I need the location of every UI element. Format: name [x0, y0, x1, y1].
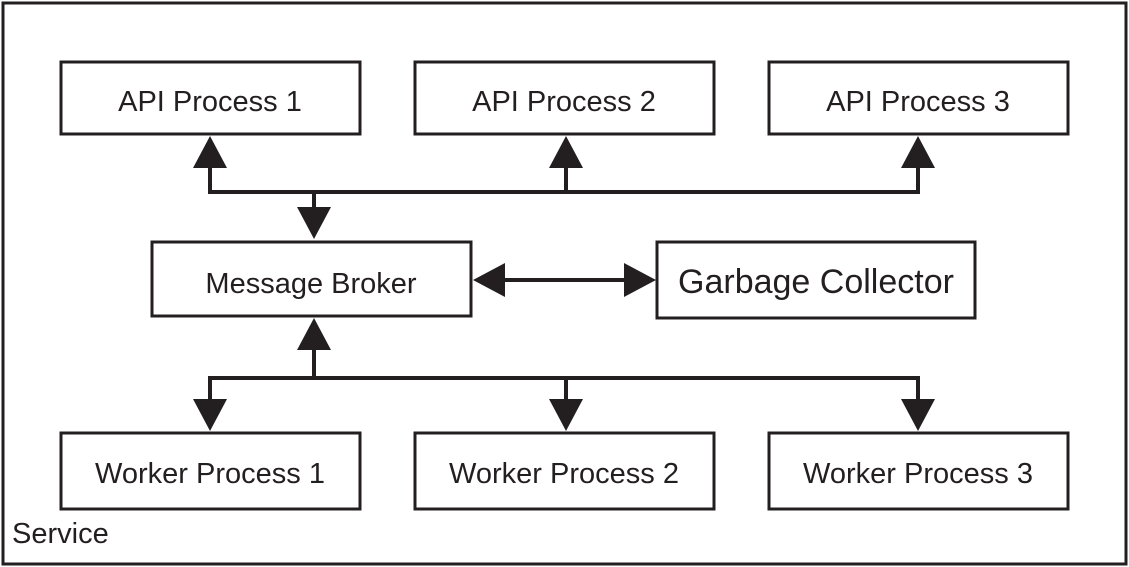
api-process-2-label: API Process 2 [472, 86, 656, 118]
api-process-3-box [767, 60, 1070, 136]
arrow-right-gc [624, 263, 656, 297]
message-broker-label: Message Broker [205, 268, 416, 300]
worker-process-2-node: Worker Process 2 [413, 431, 716, 511]
worker-bus-connector [193, 318, 935, 431]
broker-gc-connector [473, 263, 656, 297]
garbage-collector-label: Garbage Collector [678, 263, 954, 301]
worker-process-3-label: Worker Process 3 [803, 458, 1033, 490]
api-process-2-box [413, 60, 716, 136]
api-process-3-label: API Process 3 [826, 86, 1010, 118]
api-process-3-node: API Process 3 [767, 60, 1070, 136]
worker-process-1-node: Worker Process 1 [59, 431, 362, 511]
garbage-collector-box [655, 240, 977, 320]
api-bus-connector [193, 136, 935, 239]
worker-process-3-node: Worker Process 3 [767, 431, 1070, 511]
arrow-up-api-1 [193, 136, 227, 168]
arrow-left-broker [473, 263, 505, 297]
arrow-down-worker-3 [901, 399, 935, 431]
arrow-down-worker-2 [549, 399, 583, 431]
worker-process-3-box [767, 431, 1070, 511]
arrow-down-worker-1 [193, 399, 227, 431]
worker-process-2-label: Worker Process 2 [449, 458, 679, 490]
arrow-up-broker [297, 318, 331, 350]
service-label: Service [12, 518, 109, 550]
api-process-1-label: API Process 1 [118, 86, 302, 118]
api-process-2-node: API Process 2 [413, 60, 716, 136]
arrow-up-api-3 [901, 136, 935, 168]
worker-process-2-box [413, 431, 716, 511]
arrow-down-broker [297, 207, 331, 239]
message-broker-box [150, 240, 473, 318]
api-process-1-box [59, 60, 362, 136]
message-broker-node: Message Broker [150, 240, 473, 318]
worker-process-1-box [59, 431, 362, 511]
garbage-collector-node: Garbage Collector [655, 240, 977, 320]
api-process-1-node: API Process 1 [59, 60, 362, 136]
worker-process-1-label: Worker Process 1 [95, 458, 325, 490]
arrow-up-api-2 [549, 136, 583, 168]
